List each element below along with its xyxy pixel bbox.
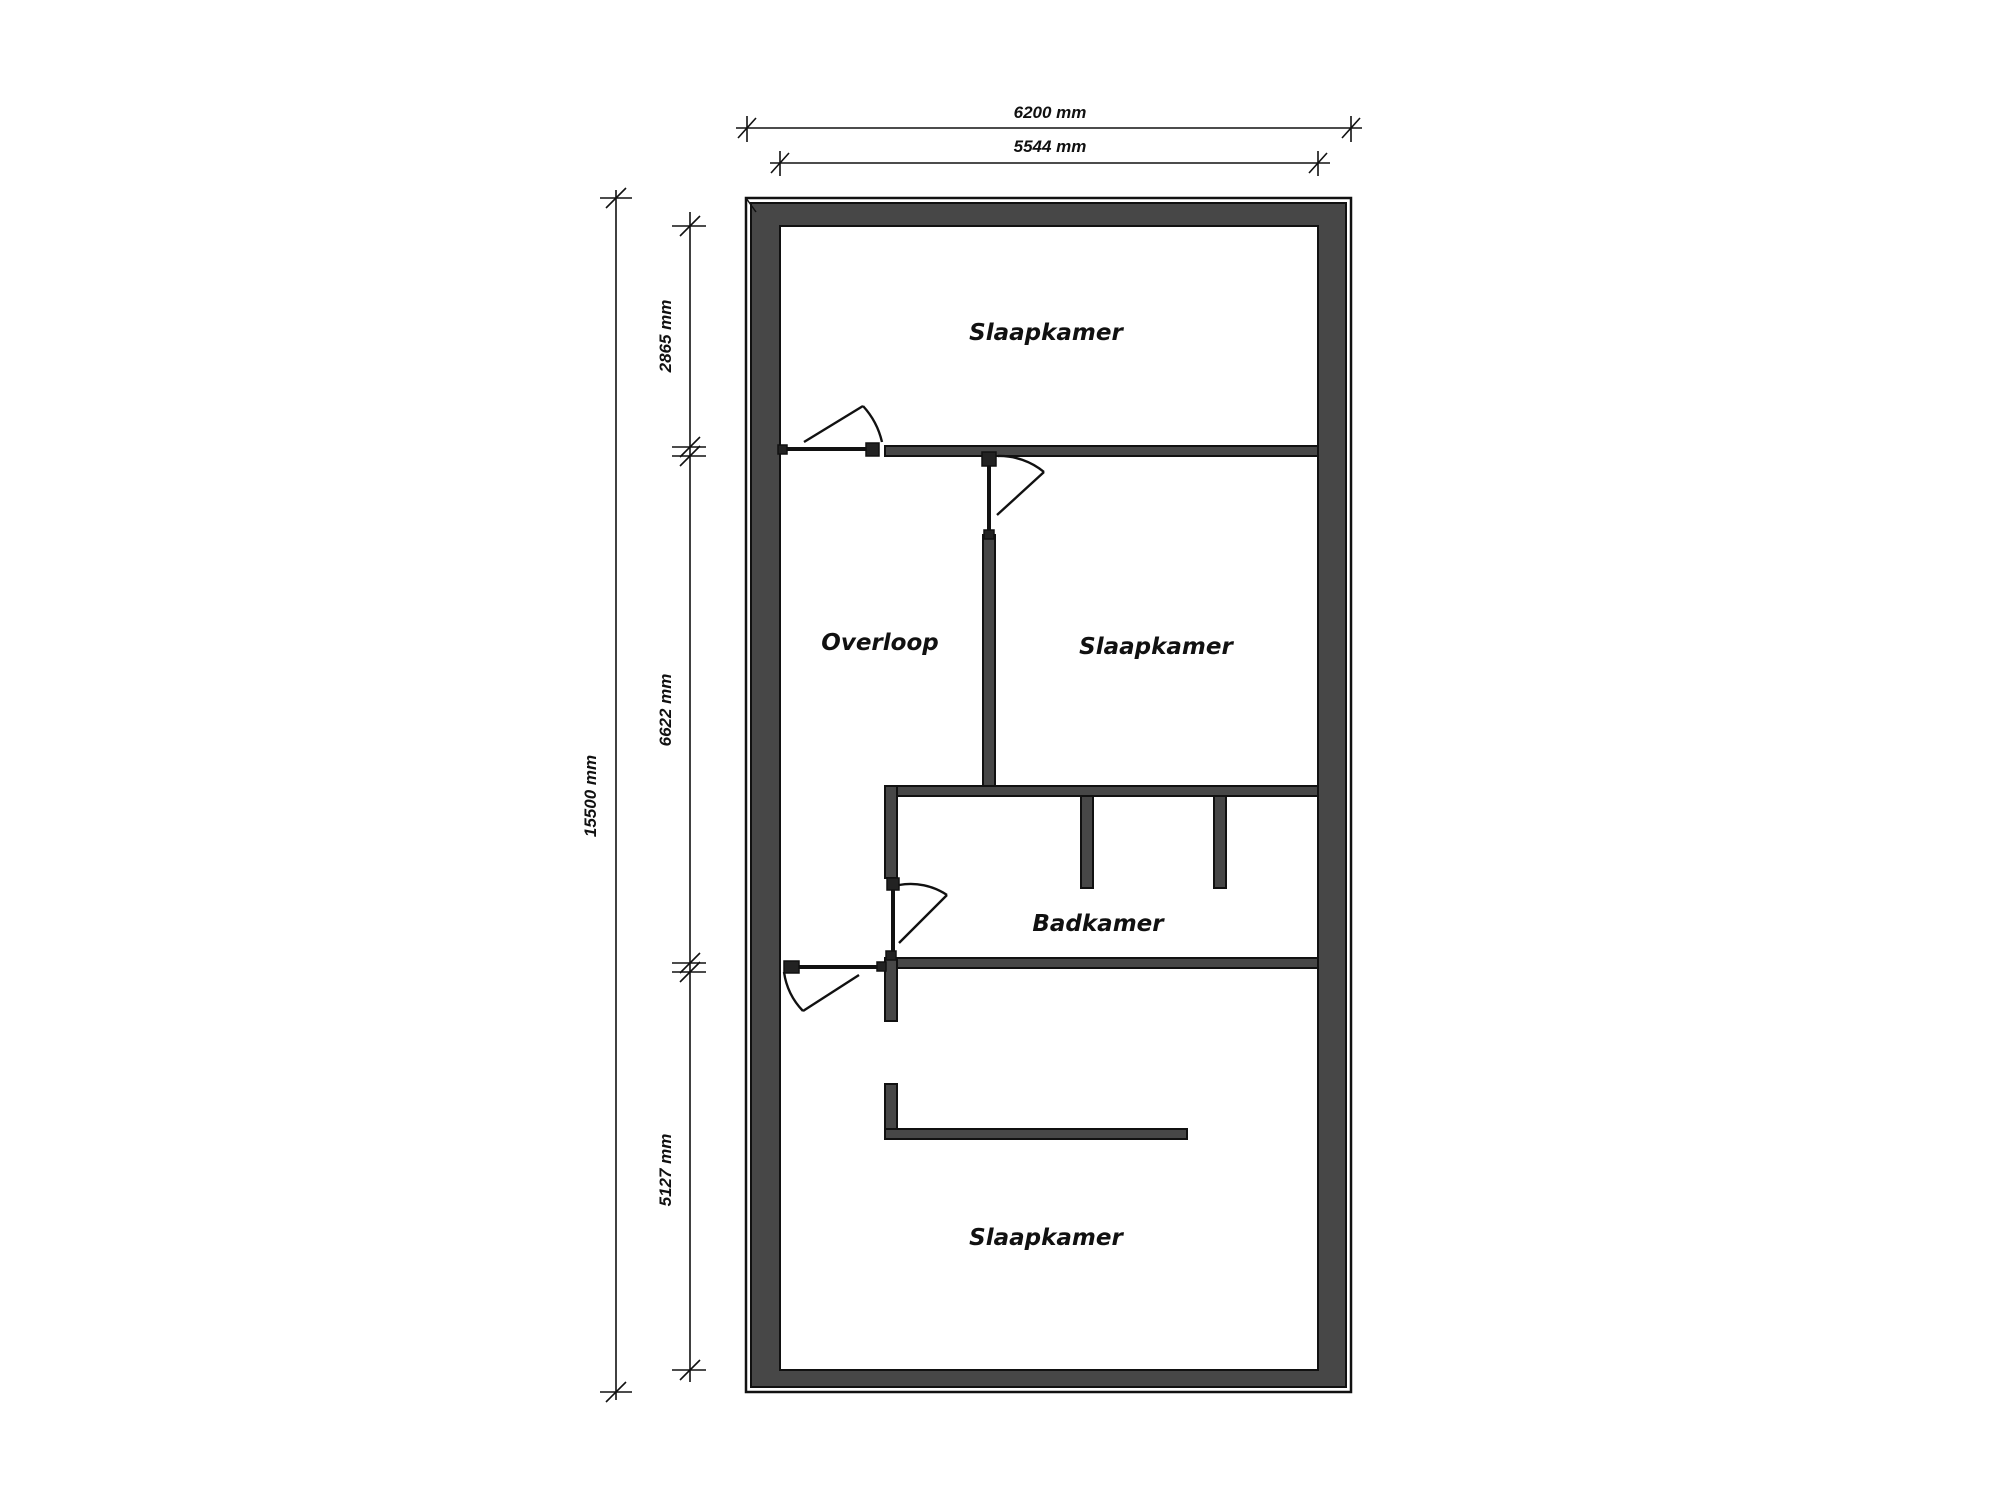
wall-rear-closet	[884, 1128, 1188, 1140]
outer-walls	[744, 196, 1353, 1394]
wall-middle-bedroom-side	[982, 534, 996, 787]
inner-width-label: 5544 mm	[1014, 137, 1087, 156]
interior-walls	[884, 445, 1319, 1140]
wall-bathroom-partition-2	[1213, 795, 1227, 889]
room-label-bathroom: Badkamer	[1032, 911, 1165, 937]
dimension-overall-depth: 15500 mm	[581, 187, 632, 1403]
wall-bathroom-top	[884, 785, 1319, 797]
door-front-bedroom	[777, 404, 884, 457]
door-bathroom	[885, 877, 948, 961]
room-label-top-bedroom: Slaapkamer	[969, 320, 1124, 346]
overall-width-label: 6200 mm	[1014, 103, 1087, 122]
front-room-depth-label: 2865 mm	[656, 300, 675, 374]
middle-depth-label: 6622 mm	[656, 674, 675, 747]
wall-bathroom-left	[884, 785, 898, 879]
room-label-bottom-bedroom: Slaapkamer	[969, 1225, 1124, 1251]
room-label-middle-bedroom: Slaapkamer	[1079, 634, 1234, 660]
dimension-room-depths: 2865 mm 6622 mm 5127 mm	[656, 212, 706, 1382]
door-rear-bedroom	[782, 960, 887, 1013]
door-middle-bedroom	[981, 451, 1045, 540]
wall-front-bedroom	[884, 445, 1319, 457]
dimension-inner-width: 5544 mm	[770, 137, 1330, 176]
wall-bathroom-partition-1	[1080, 795, 1094, 889]
dimension-overall-width: 6200 mm	[736, 103, 1362, 142]
wall-bathroom-bottom	[884, 957, 1319, 969]
room-label-landing: Overloop	[821, 630, 938, 656]
overall-depth-label: 15500 mm	[581, 755, 600, 837]
wall-bathroom-stub	[884, 957, 898, 1022]
rear-room-depth-label: 5127 mm	[656, 1134, 675, 1207]
